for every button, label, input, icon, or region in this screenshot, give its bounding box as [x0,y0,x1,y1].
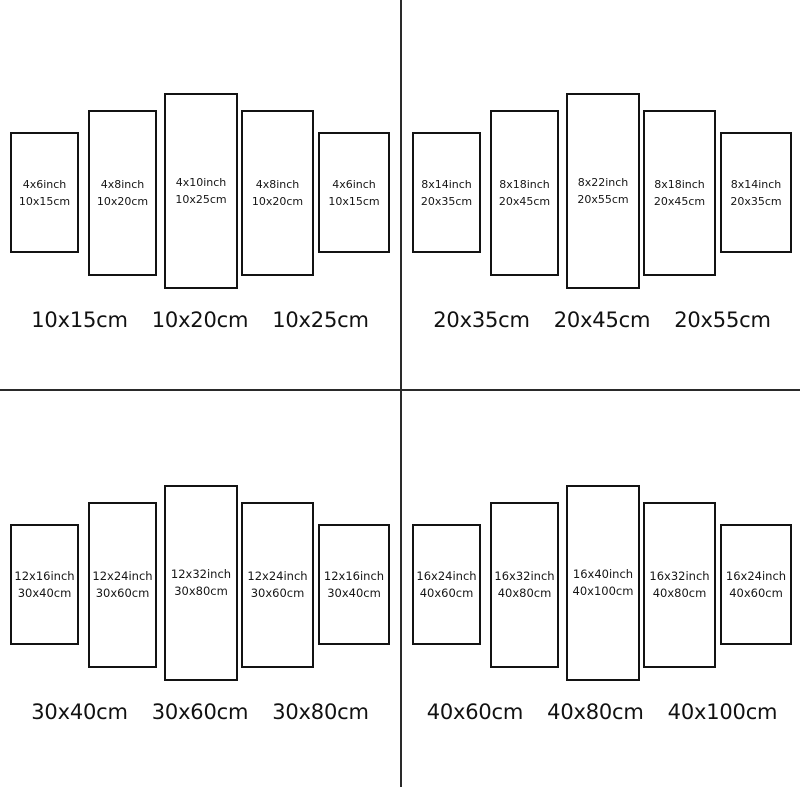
panel-inch-label: 8x18inch [499,178,550,191]
panel-inch-label: 12x24inch [92,569,153,583]
caption-size-2: 20x45cm [553,308,651,332]
panel-cm-label: 20x35cm [420,194,473,208]
canvas-panel-4: 8x18inch 20x45cm [643,110,716,276]
canvas-panel-3: 4x10inch 10x25cm [164,93,238,289]
panel-cm-label: 10x25cm [175,193,227,206]
vertical-divider [400,0,402,787]
panel-cm-label: 10x15cm [328,194,380,208]
caption-row: 30x40cm 30x60cm 30x80cm [0,698,400,726]
canvas-panel-3: 12x32inch 30x80cm [164,485,238,681]
panel-inch-label: 12x16inch [323,568,385,583]
panel-cm-label: 40x80cm [652,586,707,600]
canvas-panel-3: 8x22inch 20x55cm [566,93,640,289]
panel-inch-label: 4x6inch [332,177,376,191]
canvas-panel-5: 8x14inch 20x35cm [720,132,792,253]
caption-size-3: 20x55cm [674,308,771,332]
panel-inch-label: 4x10inch [175,176,227,189]
panel-inch-label: 8x14inch [421,177,472,191]
canvas-panel-4: 12x24inch 30x60cm [241,502,314,668]
panel-cm-label: 30x60cm [250,586,305,600]
canvas-panel-1: 4x6inch 10x15cm [10,132,79,253]
canvas-panel-5: 12x16inch 30x40cm [318,524,390,645]
caption-size-3: 10x25cm [272,308,369,332]
panel-inch-label: 16x32inch [494,569,555,583]
panel-cm-label: 30x80cm [174,584,228,598]
panel-inch-label: 12x16inch [14,568,75,583]
canvas-panel-2: 8x18inch 20x45cm [490,110,559,276]
panel-inch-label: 16x40inch [572,567,634,581]
panel-inch-label: 12x32inch [170,567,232,581]
caption-row: 40x60cm 40x80cm 40x100cm [402,698,800,726]
panel-cm-label: 40x60cm [419,585,474,600]
caption-size-2: 30x60cm [151,700,249,724]
canvas-panel-5: 16x24inch 40x60cm [720,524,792,645]
chart-top-left: 4x6inch 10x15cm 4x8inch 10x20cm 4x10inch… [0,0,400,390]
chart-bottom-left: 12x16inch 30x40cm 12x24inch 30x60cm 12x3… [0,392,400,782]
chart-bottom-right: 16x24inch 40x60cm 16x32inch 40x80cm 16x4… [402,392,800,782]
panel-cm-label: 40x80cm [497,586,552,600]
panel-inch-label: 12x24inch [247,569,308,583]
caption-size-1: 40x60cm [426,700,524,724]
canvas-panel-2: 16x32inch 40x80cm [490,502,559,668]
panel-inch-label: 16x24inch [725,568,787,583]
canvas-panel-4: 4x8inch 10x20cm [241,110,314,276]
panel-inch-label: 4x8inch [255,178,300,191]
panel-cm-label: 20x45cm [653,195,706,208]
canvas-panel-2: 12x24inch 30x60cm [88,502,157,668]
caption-size-1: 10x15cm [31,308,128,332]
panel-group: 4x6inch 10x15cm 4x8inch 10x20cm 4x10inch… [0,0,400,300]
caption-size-3: 40x100cm [667,700,778,724]
panel-inch-label: 8x14inch [730,177,782,191]
chart-top-right: 8x14inch 20x35cm 8x18inch 20x45cm 8x22in… [402,0,800,390]
caption-size-1: 20x35cm [433,308,530,332]
panel-cm-label: 20x55cm [577,193,629,206]
panel-cm-label: 20x35cm [730,194,782,208]
canvas-panel-5: 4x6inch 10x15cm [318,132,390,253]
panel-cm-label: 30x60cm [95,586,150,600]
canvas-panel-3: 16x40inch 40x100cm [566,485,640,681]
caption-size-2: 40x80cm [547,700,644,724]
caption-row: 20x35cm 20x45cm 20x55cm [402,306,800,334]
panel-cm-label: 40x100cm [572,584,634,598]
panel-cm-label: 30x40cm [17,585,72,600]
caption-size-3: 30x80cm [272,700,369,724]
panel-cm-label: 30x40cm [327,585,381,600]
panel-cm-label: 10x20cm [96,195,149,208]
panel-cm-label: 40x60cm [729,585,783,600]
panel-inch-label: 4x6inch [22,177,67,191]
panel-group: 12x16inch 30x40cm 12x24inch 30x60cm 12x3… [0,392,400,692]
panel-group: 16x24inch 40x60cm 16x32inch 40x80cm 16x4… [402,392,800,692]
panel-inch-label: 8x22inch [577,176,629,189]
panel-inch-label: 16x24inch [416,568,477,583]
panel-cm-label: 20x45cm [498,195,551,208]
panel-inch-label: 16x32inch [649,569,710,583]
canvas-panel-2: 4x8inch 10x20cm [88,110,157,276]
panel-inch-label: 4x8inch [100,178,145,191]
panel-cm-label: 10x20cm [251,195,304,208]
panel-inch-label: 8x18inch [654,178,705,191]
canvas-panel-1: 12x16inch 30x40cm [10,524,79,645]
canvas-panel-1: 8x14inch 20x35cm [412,132,481,253]
canvas-panel-4: 16x32inch 40x80cm [643,502,716,668]
canvas-panel-1: 16x24inch 40x60cm [412,524,481,645]
panel-cm-label: 10x15cm [18,194,71,208]
caption-row: 10x15cm 10x20cm 10x25cm [0,306,400,334]
panel-group: 8x14inch 20x35cm 8x18inch 20x45cm 8x22in… [402,0,800,300]
caption-size-2: 10x20cm [151,308,249,332]
caption-size-1: 30x40cm [31,700,128,724]
